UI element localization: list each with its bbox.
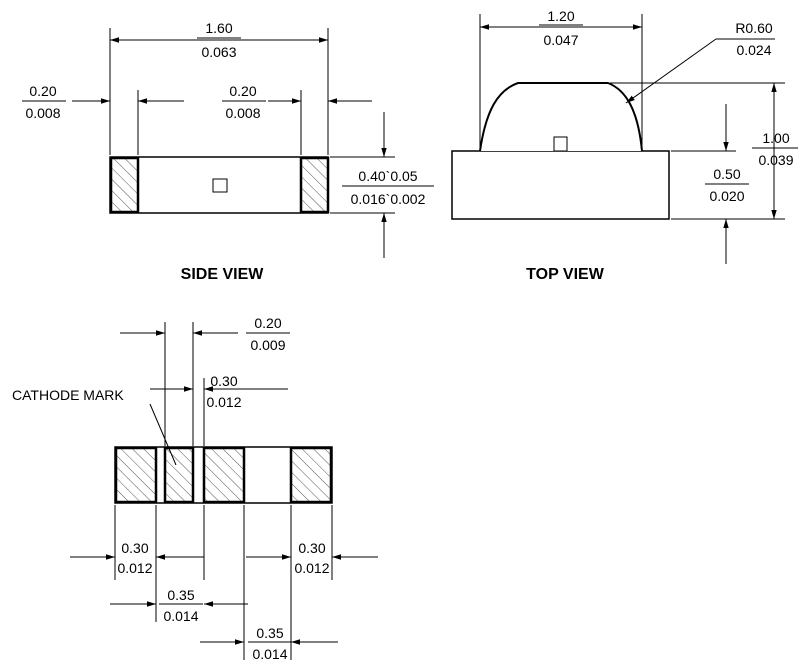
top-view: 1.20 0.047 R0.60 0.024 1.00 0.039 0.50 0… (451, 8, 798, 283)
right-pad-mm: 0.30 (298, 540, 325, 556)
bottom-view: 0.20 0.009 0.30 0.012 CATHODE MARK 0.30 … (12, 315, 378, 662)
span-a-mm: 0.35 (167, 587, 194, 603)
right-pad-in: 0.012 (294, 560, 329, 576)
bottom-right-pad (289, 446, 333, 504)
left-pad-mm: 0.30 (121, 540, 148, 556)
left-pad-in: 0.012 (117, 560, 152, 576)
cathode-mark-pad (163, 446, 195, 504)
span-b-mm: 0.35 (256, 625, 283, 641)
top-die-mark (553, 136, 568, 152)
side-thickness-mm: 0.40`0.05 (358, 168, 417, 184)
top-lens-radius-in: 0.024 (736, 42, 771, 58)
span-a-in: 0.014 (163, 608, 198, 624)
top-lens-width-mm: 1.20 (547, 8, 574, 24)
mark-gap-in: 0.012 (206, 394, 241, 410)
side-view: 1.60 0.063 0.20 0.008 0.20 0.008 0.40`0.… (22, 20, 434, 283)
top-lens-width-in: 0.047 (543, 32, 578, 48)
top-dome-lens (479, 82, 643, 152)
top-total-height-in: 0.039 (758, 152, 793, 168)
cathode-leader (149, 403, 177, 466)
top-base (451, 150, 670, 220)
side-right-term-mm: 0.20 (229, 83, 256, 99)
top-base-height-mm: 0.50 (713, 166, 740, 182)
mark-gap-mm: 0.30 (210, 373, 237, 389)
span-b-in: 0.014 (252, 646, 287, 662)
cathode-mark-label: CATHODE MARK (12, 387, 124, 403)
bottom-left-pad (114, 446, 158, 504)
arrowhead-icon (625, 38, 717, 104)
side-right-terminal (299, 156, 330, 214)
side-right-term-in: 0.008 (225, 105, 260, 121)
side-left-terminal (109, 156, 140, 214)
side-left-term-mm: 0.20 (29, 83, 56, 99)
side-length-in: 0.063 (201, 44, 236, 60)
top-base-height-in: 0.020 (709, 188, 744, 204)
mark-width-mm: 0.20 (254, 315, 281, 331)
side-thickness-in: 0.016`0.002 (351, 191, 426, 207)
side-view-title: SIDE VIEW (181, 266, 265, 283)
side-body (109, 156, 329, 214)
top-total-height-mm: 1.00 (762, 130, 789, 146)
mark-width-in: 0.009 (250, 337, 285, 353)
top-view-title: TOP VIEW (526, 266, 605, 283)
side-left-term-in: 0.008 (25, 105, 60, 121)
bottom-center-pad (202, 446, 246, 504)
side-length-mm: 1.60 (205, 20, 232, 36)
side-die-mark (212, 178, 228, 193)
top-lens-radius-mm: R0.60 (735, 20, 773, 36)
